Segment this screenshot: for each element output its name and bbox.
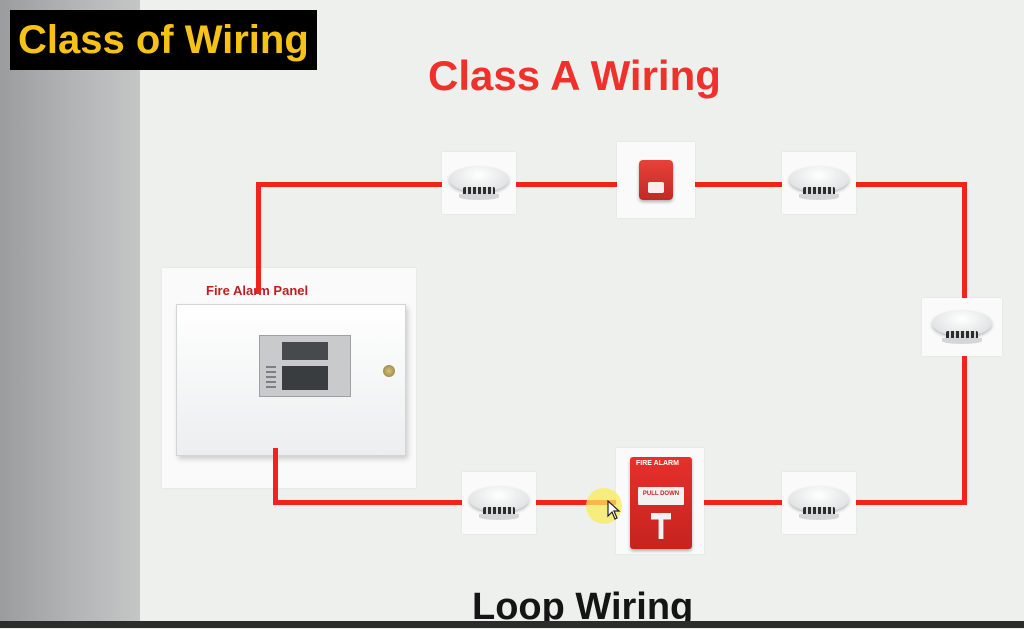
smoke-detector-icon (789, 166, 849, 200)
wire-top (256, 182, 966, 187)
slide-title-banner: Class of Wiring (10, 10, 317, 70)
pull-station-t-bar (651, 513, 671, 539)
left-strip (0, 0, 140, 628)
smoke-detector-icon (449, 166, 509, 200)
strobe-icon (639, 160, 673, 200)
wire-panel-top-stub (256, 268, 261, 294)
diagram-heading: Class A Wiring (428, 52, 721, 99)
smoke-detector-icon (789, 486, 849, 520)
panel-lock-icon (383, 365, 395, 377)
smoke-detector-top-left (442, 152, 516, 214)
wire-panel-bottom-stub (273, 448, 278, 488)
pull-station-icon: FIRE ALARM PULL DOWN (630, 457, 692, 549)
panel-control-display (259, 335, 351, 397)
pull-station-handle-text: PULL DOWN (642, 491, 680, 497)
mouse-cursor-icon (607, 500, 621, 520)
bottom-bar (0, 621, 1024, 628)
wire-top-left-vertical (256, 182, 261, 294)
pull-station-top-text: FIRE ALARM (636, 460, 679, 467)
fire-alarm-panel-icon (176, 304, 406, 456)
smoke-detector-top-right (782, 152, 856, 214)
smoke-detector-icon (932, 310, 992, 344)
smoke-detector-right (922, 298, 1002, 356)
smoke-detector-icon (469, 486, 529, 520)
smoke-detector-bottom-left (462, 472, 536, 534)
smoke-detector-bottom-right (782, 472, 856, 534)
strobe-device (617, 142, 695, 218)
pull-station-handle: PULL DOWN (638, 487, 684, 505)
